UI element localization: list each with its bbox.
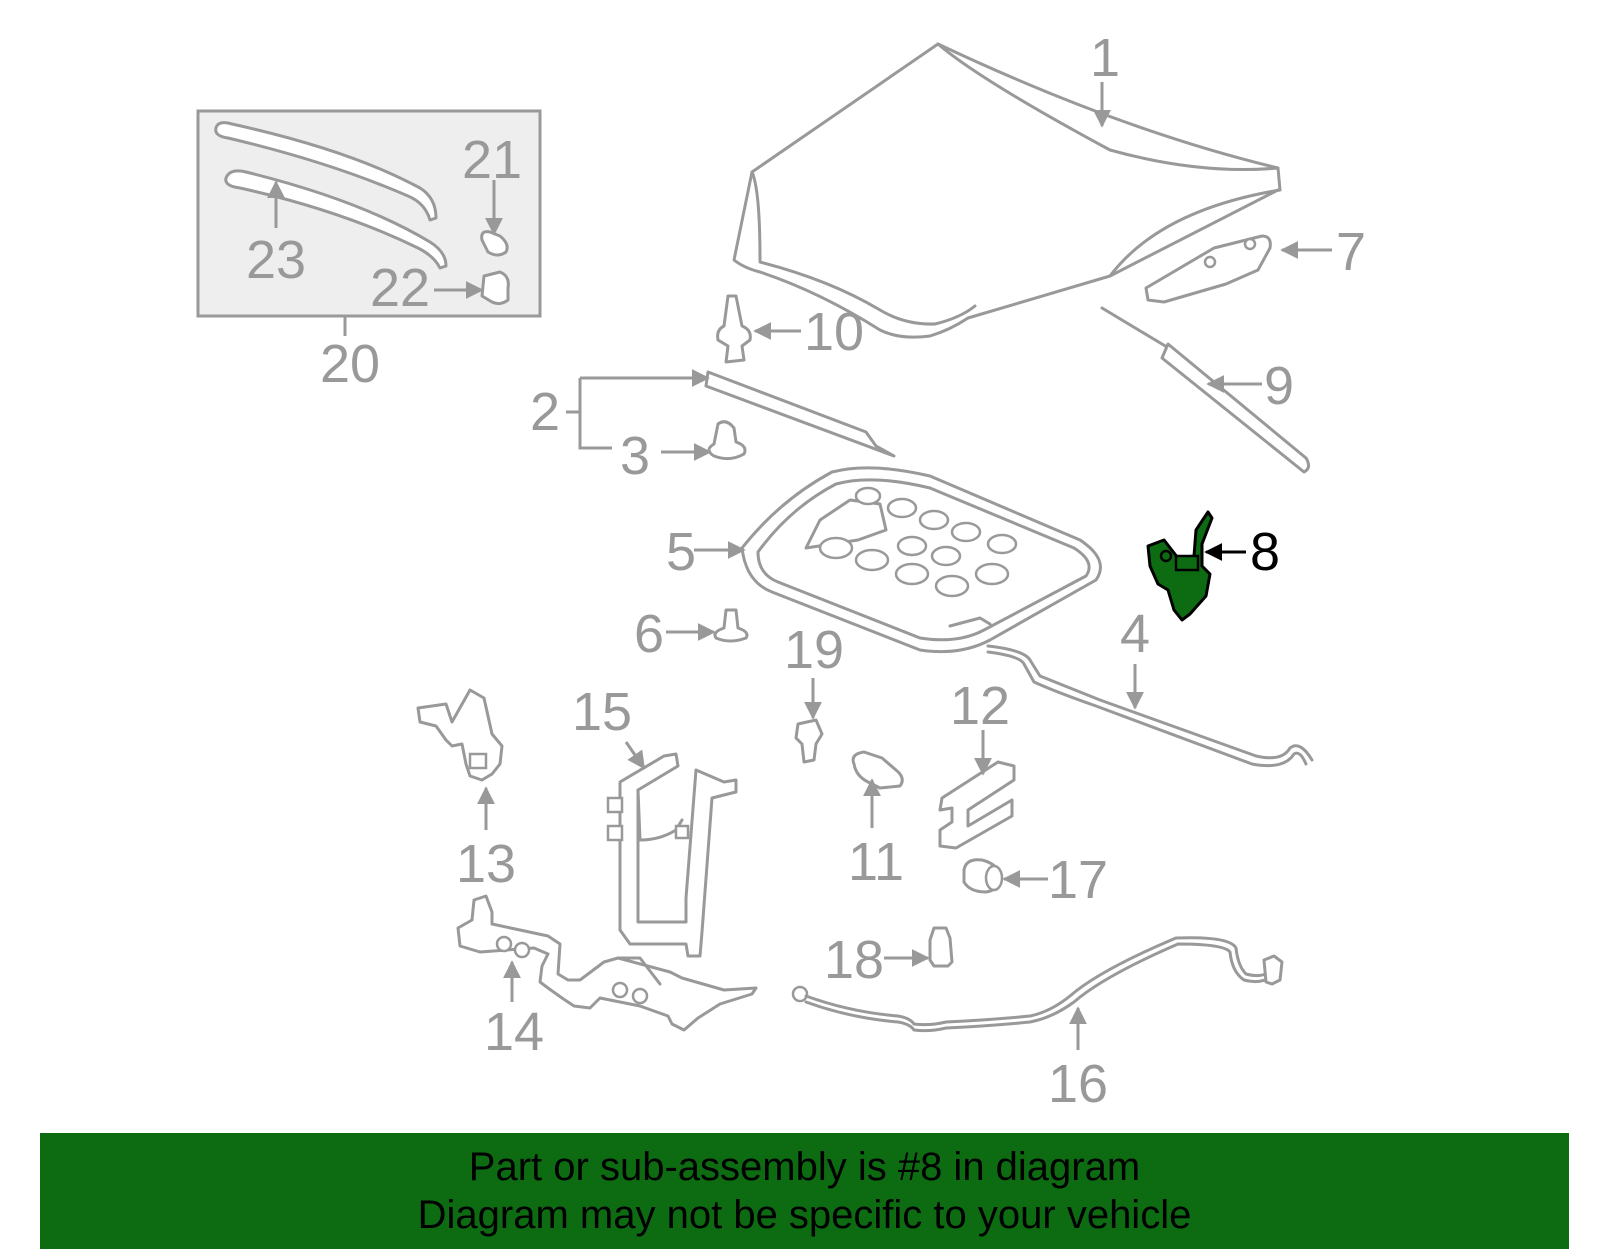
callout-5: 5 [666, 522, 696, 582]
callout-8: 8 [1250, 522, 1280, 582]
strut-part-9 [1100, 306, 1311, 474]
hinge-part-8-highlighted [1146, 510, 1214, 622]
callout-18: 18 [824, 930, 884, 990]
callout-17: 17 [1048, 850, 1108, 910]
banner-line-part-number: Part or sub-assembly is #8 in diagram [468, 1145, 1141, 1189]
sensor-part-11 [851, 750, 904, 790]
callout-2: 2 [530, 382, 560, 442]
callout-20: 20 [320, 334, 380, 394]
callout-labels: 1 7 9 10 2 3 5 8 6 4 19 12 15 11 17 13 1… [246, 28, 1366, 1114]
callout-3: 3 [620, 426, 650, 486]
support-part-14 [456, 894, 758, 1032]
banner-line-disclaimer: Diagram may not be specific to your vehi… [417, 1193, 1192, 1237]
callout-12: 12 [950, 676, 1010, 736]
bracket-part-7 [1144, 234, 1272, 304]
clip-part-6 [713, 608, 749, 643]
callout-21: 21 [462, 130, 522, 190]
hood-part-1 [732, 42, 1282, 339]
callout-10: 10 [804, 302, 864, 362]
bolt-part-19 [794, 718, 824, 764]
callout-22: 22 [370, 258, 430, 318]
callout-23: 23 [246, 230, 306, 290]
callout-6: 6 [634, 604, 664, 664]
clip-part-3 [707, 420, 747, 461]
latch-part-13 [416, 688, 504, 782]
grommet-part-17 [962, 858, 1004, 894]
insulator-part-5 [740, 466, 1102, 654]
callout-9: 9 [1264, 356, 1294, 416]
callout-1: 1 [1090, 28, 1120, 88]
callout-16: 16 [1048, 1054, 1108, 1114]
bumper-part-12 [938, 760, 1016, 850]
callout-7: 7 [1336, 222, 1366, 282]
callout-15: 15 [572, 682, 632, 742]
cable-part-4 [986, 644, 1314, 768]
clip-part-18 [928, 926, 954, 968]
callout-4: 4 [1120, 604, 1150, 664]
info-banner: Part or sub-assembly is #8 in diagram Di… [40, 1133, 1569, 1249]
leader-lines [267, 82, 1332, 1050]
clip-21 [480, 230, 509, 257]
inset-box-20 [196, 109, 542, 336]
cable-part-16 [791, 936, 1284, 1033]
callout-14: 14 [484, 1002, 544, 1062]
callout-13: 13 [456, 834, 516, 894]
clip-22 [480, 270, 510, 306]
callout-19: 19 [784, 620, 844, 680]
bracket-part-15 [606, 752, 738, 958]
clip-part-10 [716, 294, 752, 364]
callout-11: 11 [848, 832, 904, 892]
